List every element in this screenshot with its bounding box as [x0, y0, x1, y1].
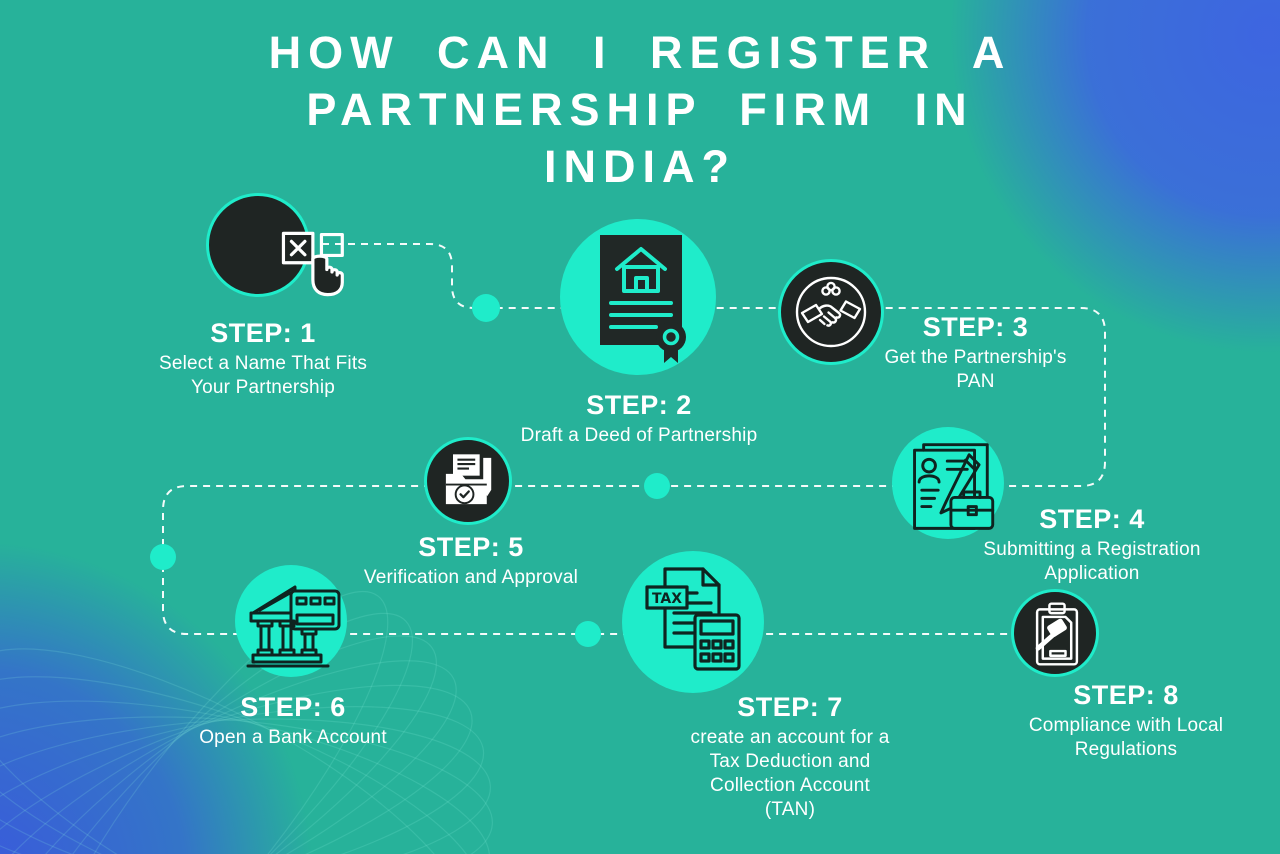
step-8-description: Compliance with Local Regulations [1028, 715, 1224, 760]
step-8-text: STEP: 8 Compliance with Local Regulation… [1015, 680, 1237, 762]
step-3-text: STEP: 3 Get the Partnership's PAN [868, 312, 1083, 394]
step-1-description: Select a Name That Fits Your Partnership [158, 353, 368, 398]
step-8-label: STEP: 8 [1073, 680, 1179, 710]
step-4-description: Submitting a Registration Application [983, 539, 1201, 584]
node-dot [575, 621, 601, 647]
step-3-circle [778, 259, 884, 365]
step-6-description: Open a Bank Account [199, 727, 387, 748]
page-title: HOW CAN I REGISTER A PARTNERSHIP FIRM IN… [0, 24, 1280, 195]
handshake-icon [795, 276, 867, 348]
verified-folder-icon [445, 454, 492, 505]
clipboard-gavel-icon [1035, 602, 1079, 666]
step-2-label: STEP: 2 [586, 390, 692, 420]
step-2-description: Draft a Deed of Partnership [520, 425, 758, 446]
deed-document-icon [600, 235, 686, 363]
step-5-description: Verification and Approval [363, 567, 579, 588]
step-4-circle [892, 427, 1004, 539]
page-title-line: INDIA? [544, 141, 736, 192]
node-dot [644, 473, 670, 499]
step-1-label: STEP: 1 [210, 318, 316, 348]
step-7-circle: TAX [622, 551, 764, 693]
tax-tag-label: TAX [652, 591, 682, 607]
page-title-line: HOW CAN I REGISTER A [268, 27, 1012, 78]
step-6-text: STEP: 6 Open a Bank Account [168, 692, 418, 750]
node-dot [472, 294, 500, 322]
step-7-label: STEP: 7 [737, 692, 843, 722]
step-1-circle [206, 193, 344, 297]
step-2-circle [560, 219, 716, 375]
step-7-description: create an account for a Tax Deduction an… [690, 727, 890, 820]
node-dot [150, 544, 176, 570]
page-title-line: PARTNERSHIP FIRM IN [306, 84, 974, 135]
step-7-text: STEP: 7 create an account for a Tax Dedu… [684, 692, 896, 822]
bank-icon [246, 585, 341, 668]
dashed-flow-line [162, 243, 1106, 635]
step-4-label: STEP: 4 [1039, 504, 1145, 534]
tax-document-calculator-icon: TAX [645, 567, 741, 671]
cursor-select-icon [281, 231, 344, 297]
step-6-label: STEP: 6 [240, 692, 346, 722]
step-3-description: Get the Partnership's PAN [884, 347, 1067, 392]
step-3-label: STEP: 3 [922, 312, 1029, 342]
step-4-text: STEP: 4 Submitting a Registration Applic… [972, 504, 1212, 586]
step-5-text: STEP: 5 Verification and Approval [346, 532, 596, 590]
step-5-circle [424, 437, 512, 525]
step-8-circle [1011, 589, 1099, 677]
step-1-text: STEP: 1 Select a Name That Fits Your Par… [138, 318, 388, 400]
step-2-text: STEP: 2 Draft a Deed of Partnership [514, 390, 764, 448]
step-6-circle [235, 565, 347, 677]
step-5-label: STEP: 5 [418, 532, 524, 562]
registration-form-icon [913, 443, 995, 530]
